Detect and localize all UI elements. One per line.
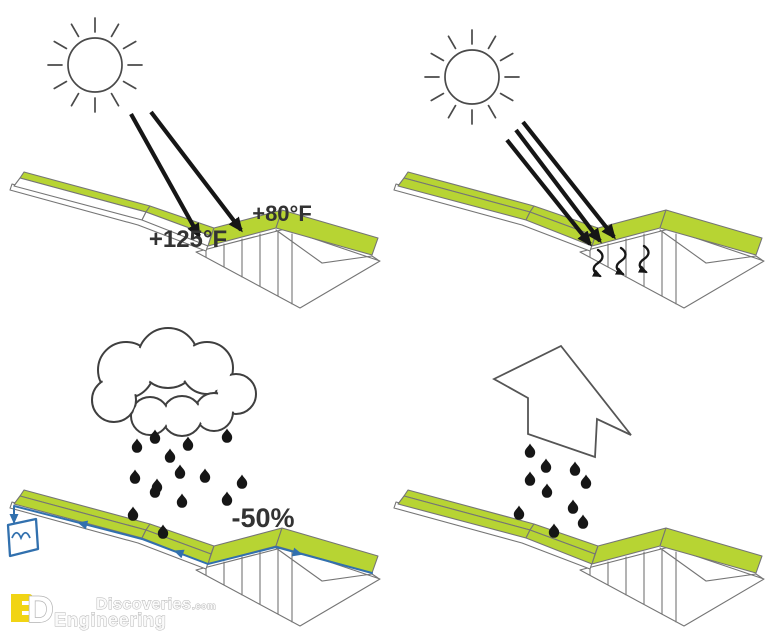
rain-drop-icon [129, 469, 141, 484]
rain-drop-icon [182, 436, 194, 451]
rain-drop-icon [236, 474, 248, 489]
rain-drop-icon [164, 448, 176, 463]
logo-e-icon [11, 594, 33, 622]
watermark-logo: D Discoveries .com Engineering [11, 588, 216, 631]
conventional-roof-temp-label: +125°F [149, 226, 227, 253]
rain-drop-icon [127, 506, 139, 521]
drain-flow-arrow-icon [77, 520, 89, 530]
rain-drop-icon [176, 493, 188, 508]
sun-icon [47, 17, 143, 113]
building-illustration [393, 489, 765, 627]
panel-heat-transfer [393, 29, 765, 309]
rain-drop-icon [580, 474, 592, 489]
solar-ray-arrow-icon [149, 110, 243, 233]
panel-stormwater-retention: -50% [6, 327, 381, 627]
drain-flow-arrow-icon [173, 549, 185, 559]
rain-drop-icon [541, 483, 553, 498]
watermark-brand-suffix: .com [192, 601, 216, 612]
watermark-brand-bottom: Engineering [54, 609, 166, 630]
rain-drop-icon [524, 443, 536, 458]
solar-ray-arrow-icon [505, 138, 592, 247]
rain-drop-icon [221, 428, 233, 443]
cloud-icon [91, 327, 257, 437]
up-block-arrow-icon [492, 344, 632, 459]
panel-surface-temperature: +125°F +80°F [9, 17, 381, 309]
drain-flow-arrow-icon [291, 547, 303, 557]
water-tank-icon [6, 517, 40, 558]
green-roof-temp-label: +80°F [252, 201, 312, 226]
rain-drop-icon [577, 514, 589, 529]
solar-ray-arrow-icon [521, 120, 616, 240]
solar-ray-arrow-icon [129, 112, 201, 239]
sun-icon [424, 29, 520, 125]
panel-evapotranspiration [393, 344, 765, 627]
rain-drop-icon [513, 505, 525, 520]
rain-drop-icon [199, 468, 211, 483]
rain-drop-icon [548, 523, 560, 538]
solar-ray-arrow-icon [514, 128, 602, 244]
rain-drops [127, 428, 248, 539]
rain-drop-icon [524, 471, 536, 486]
roof-drainage [6, 505, 373, 574]
rain-drop-icon [567, 499, 579, 514]
watermark-brand-top: Discoveries [96, 596, 191, 613]
logo-d-icon: D [27, 589, 54, 630]
rain-drop-icon [540, 458, 552, 473]
rain-drop-icon [569, 461, 581, 476]
runoff-reduction-label: -50% [231, 503, 294, 533]
rain-drop-icon [174, 464, 186, 479]
rain-drop-icon [131, 438, 143, 453]
